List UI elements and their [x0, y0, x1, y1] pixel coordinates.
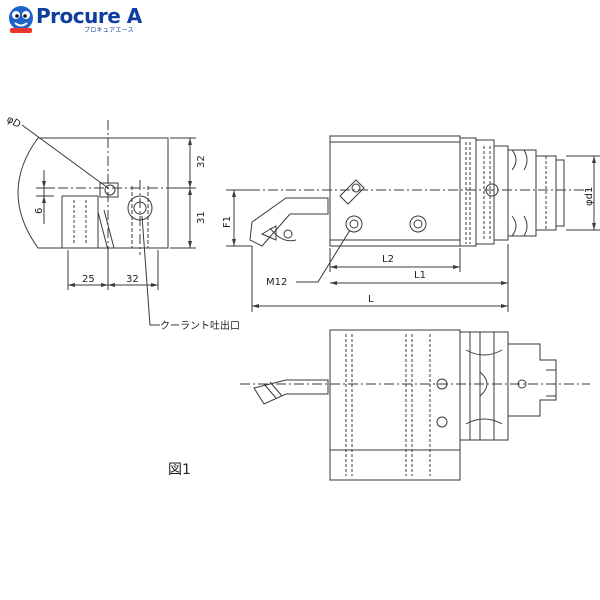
label-l2: L2: [382, 254, 394, 265]
left-end-view: [17, 120, 196, 326]
label-l1: L1: [414, 270, 426, 281]
label-f1: F1: [222, 216, 233, 228]
label-phi-d1: φd1: [584, 187, 595, 206]
label-dim-6: 6: [34, 208, 45, 214]
label-dim-32-bottom: 32: [126, 274, 139, 285]
label-dim-32-right: 32: [196, 155, 207, 168]
label-dim-31: 31: [196, 211, 207, 224]
label-l: L: [368, 294, 374, 305]
side-view: [226, 135, 600, 312]
figure-caption: 図1: [168, 462, 191, 478]
procure-a-logo[interactable]: Procure A プロキュアエース: [6, 4, 166, 36]
top-view: [240, 329, 590, 481]
brand-tagline: プロキュアエース: [84, 27, 134, 34]
label-phi-d: φD: [5, 114, 23, 131]
label-coolant-outlet: クーラント吐出口: [160, 319, 240, 332]
label-m12: M12: [266, 277, 287, 288]
label-dim-25: 25: [82, 274, 95, 285]
brand-name: Procure A: [36, 4, 142, 28]
mascot-icon: [9, 6, 33, 33]
